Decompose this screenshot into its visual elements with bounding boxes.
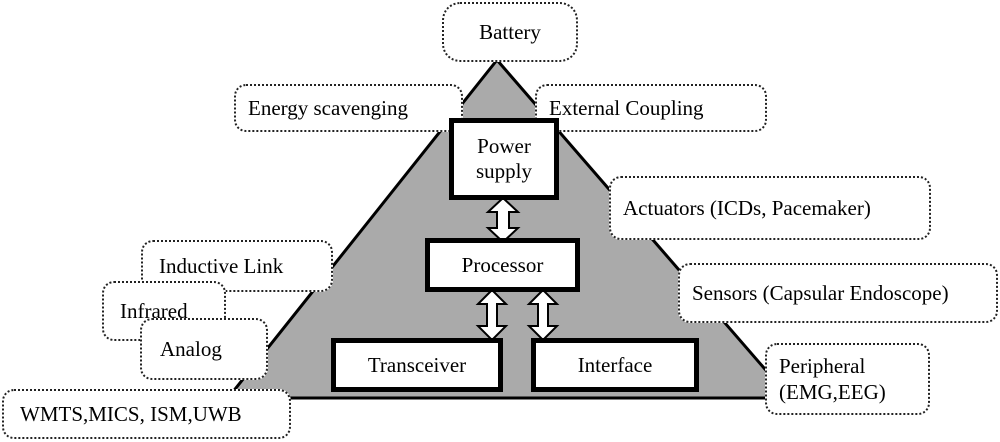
external-coupling-label: External Coupling bbox=[549, 96, 704, 120]
transceiver-block: Transceiver bbox=[331, 338, 503, 392]
power-supply-line2: supply bbox=[475, 159, 532, 183]
interface-block: Interface bbox=[531, 338, 699, 392]
peripheral-line1: Peripheral bbox=[779, 354, 866, 378]
peripheral-line2: (EMG,EEG) bbox=[779, 380, 886, 404]
power-supply-line1: Power bbox=[477, 134, 531, 158]
analog-node: Analog bbox=[140, 318, 268, 380]
wireless-bands-label: WMTS,MICS, ISM,UWB bbox=[20, 402, 242, 426]
inductive-link-node: Inductive Link bbox=[141, 240, 333, 292]
wireless-bands-node: WMTS,MICS, ISM,UWB bbox=[2, 389, 291, 439]
processor-block: Processor bbox=[425, 238, 580, 292]
actuators-label: Actuators (ICDs, Pacemaker) bbox=[623, 196, 871, 220]
actuators-node: Actuators (ICDs, Pacemaker) bbox=[609, 176, 931, 240]
energy-scavenging-label: Energy scavenging bbox=[248, 96, 408, 120]
sensors-label: Sensors (Capsular Endoscope) bbox=[692, 281, 949, 305]
analog-label: Analog bbox=[160, 337, 222, 361]
sensors-node: Sensors (Capsular Endoscope) bbox=[678, 263, 998, 323]
external-coupling-node: External Coupling bbox=[535, 84, 767, 132]
power-supply-block: Power supply bbox=[449, 118, 559, 200]
inductive-link-label: Inductive Link bbox=[159, 254, 284, 278]
interface-label: Interface bbox=[577, 352, 653, 377]
processor-label: Processor bbox=[461, 252, 544, 277]
battery-node: Battery bbox=[442, 2, 578, 62]
battery-label: Battery bbox=[479, 19, 541, 44]
transceiver-label: Transceiver bbox=[367, 352, 467, 377]
peripheral-node: Peripheral (EMG,EEG) bbox=[765, 343, 930, 415]
energy-scavenging-node: Energy scavenging bbox=[234, 84, 463, 132]
